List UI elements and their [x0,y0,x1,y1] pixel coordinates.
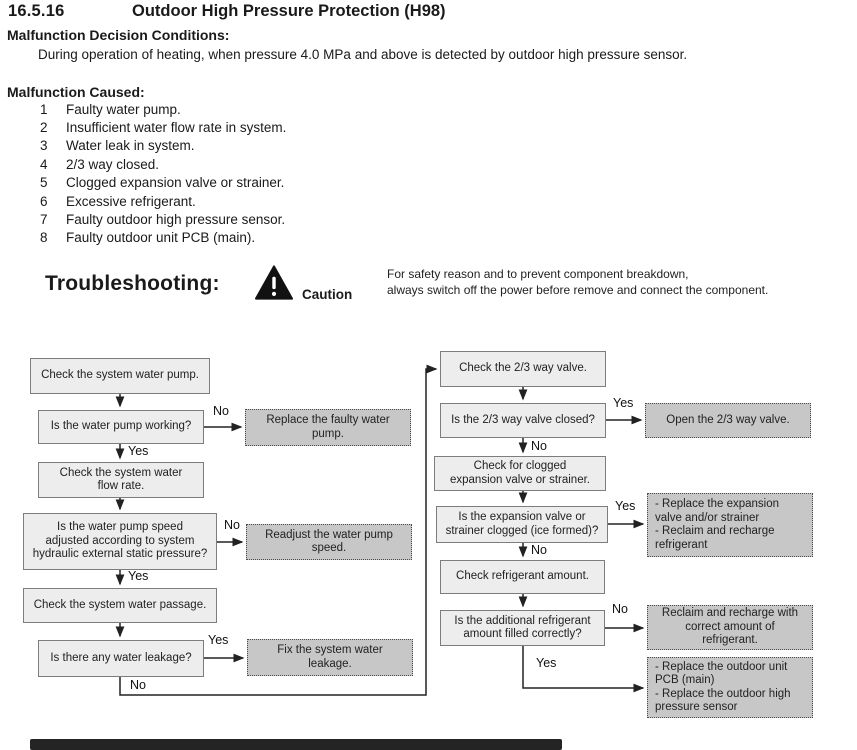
flow-node-check-water-pump: Check the system water pump. [30,358,210,394]
list-item-number: 5 [40,175,48,191]
flow-node-pump-speed-adjusted: Is the water pump speed adjusted accordi… [23,513,217,570]
branch-label-no: No [213,404,229,418]
flow-node-valve-closed: Is the 2/3 way valve closed? [440,403,606,438]
list-item-text: 2/3 way closed. [66,156,160,172]
branch-label-yes: Yes [613,396,634,410]
list-item-text: Insufficient water flow rate in system. [66,120,287,136]
flow-node-refrigerant-filled: Is the additional refrigerant amount fil… [440,610,605,646]
flow-node-check-valve: Check the 2/3 way valve. [440,351,606,387]
list-item-number: 2 [40,120,48,136]
flow-action-fix-leakage: Fix the system water leakage. [247,639,413,676]
flow-action-replace-strainer: - Replace the expansion valve and/or str… [647,493,813,557]
list-item-number: 7 [40,212,48,228]
branch-label-no: No [224,518,240,532]
flow-node-check-expansion-valve: Check for clogged expansion valve or str… [434,456,606,491]
flow-action-replace-pump: Replace the faulty water pump. [245,409,411,446]
list-item-text: Clogged expansion valve or strainer. [66,175,285,191]
list-item-text: Water leak in system. [66,138,195,154]
flow-action-open-valve: Open the 2/3 way valve. [645,403,811,438]
page-title: Outdoor High Pressure Protection (H98) [132,2,446,20]
list-item-number: 3 [40,138,48,154]
branch-label-no: No [130,678,146,692]
branch-label-no: No [531,543,547,557]
list-item-text: Faulty outdoor high pressure sensor. [66,212,286,228]
flow-node-check-refrigerant: Check refrigerant amount. [440,560,605,594]
list-item-text: Faulty water pump. [66,101,181,117]
flow-node-strainer-clogged: Is the expansion valve or strainer clogg… [436,506,608,543]
flow-node-water-leakage: Is there any water leakage? [38,640,204,677]
flow-action-recharge-refrigerant: Reclaim and recharge with correct amount… [647,605,813,650]
flow-node-check-water-passage: Check the system water passage. [23,588,217,623]
decision-conditions-body: During operation of heating, when pressu… [38,47,688,62]
branch-label-no: No [612,602,628,616]
troubleshooting-heading: Troubleshooting: [45,272,220,295]
list-item-text: Excessive refrigerant. [66,193,196,209]
list-item: 1 Faulty water pump. [40,100,286,118]
list-item: 6 Excessive refrigerant. [40,192,286,210]
decision-conditions-heading: Malfunction Decision Conditions: [7,27,230,43]
list-item: 2 Insufficient water flow rate in system. [40,118,286,136]
scan-artifact-bar [30,739,562,750]
list-item-number: 6 [40,193,48,209]
list-item: 8 Faulty outdoor unit PCB (main). [40,229,286,247]
branch-label-yes: Yes [536,656,557,670]
caution-icon [255,265,293,300]
caution-note-line2: always switch off the power before remov… [387,283,769,297]
list-item: 5 Clogged expansion valve or strainer. [40,174,286,192]
flow-action-readjust-speed: Readjust the water pump speed. [246,524,412,560]
caution-label: Caution [302,287,353,302]
flow-node-check-flow-rate: Check the system water flow rate. [38,462,204,498]
list-item: 7 Faulty outdoor high pressure sensor. [40,210,286,228]
flow-node-pump-working: Is the water pump working? [38,410,204,444]
branch-label-no: No [531,439,547,453]
branch-label-yes: Yes [128,569,149,583]
list-item: 4 2/3 way closed. [40,155,286,173]
caution-note-line1: For safety reason and to prevent compone… [387,267,689,281]
branch-label-yes: Yes [615,499,636,513]
flow-action-replace-pcb-sensor: - Replace the outdoor unit PCB (main) - … [647,657,813,718]
malfunction-cause-list: 1 Faulty water pump. 2 Insufficient water … [40,100,286,247]
malfunction-caused-heading: Malfunction Caused: [7,84,145,100]
list-item-number: 8 [40,230,48,246]
branch-label-yes: Yes [128,444,149,458]
list-item-text: Faulty outdoor unit PCB (main). [66,230,256,246]
branch-label-yes: Yes [208,633,229,647]
section-number: 16.5.16 [8,2,65,20]
list-item-number: 4 [40,156,48,172]
list-item: 3 Water leak in system. [40,137,286,155]
caution-note: For safety reason and to prevent compone… [387,266,768,298]
list-item-number: 1 [40,101,48,117]
